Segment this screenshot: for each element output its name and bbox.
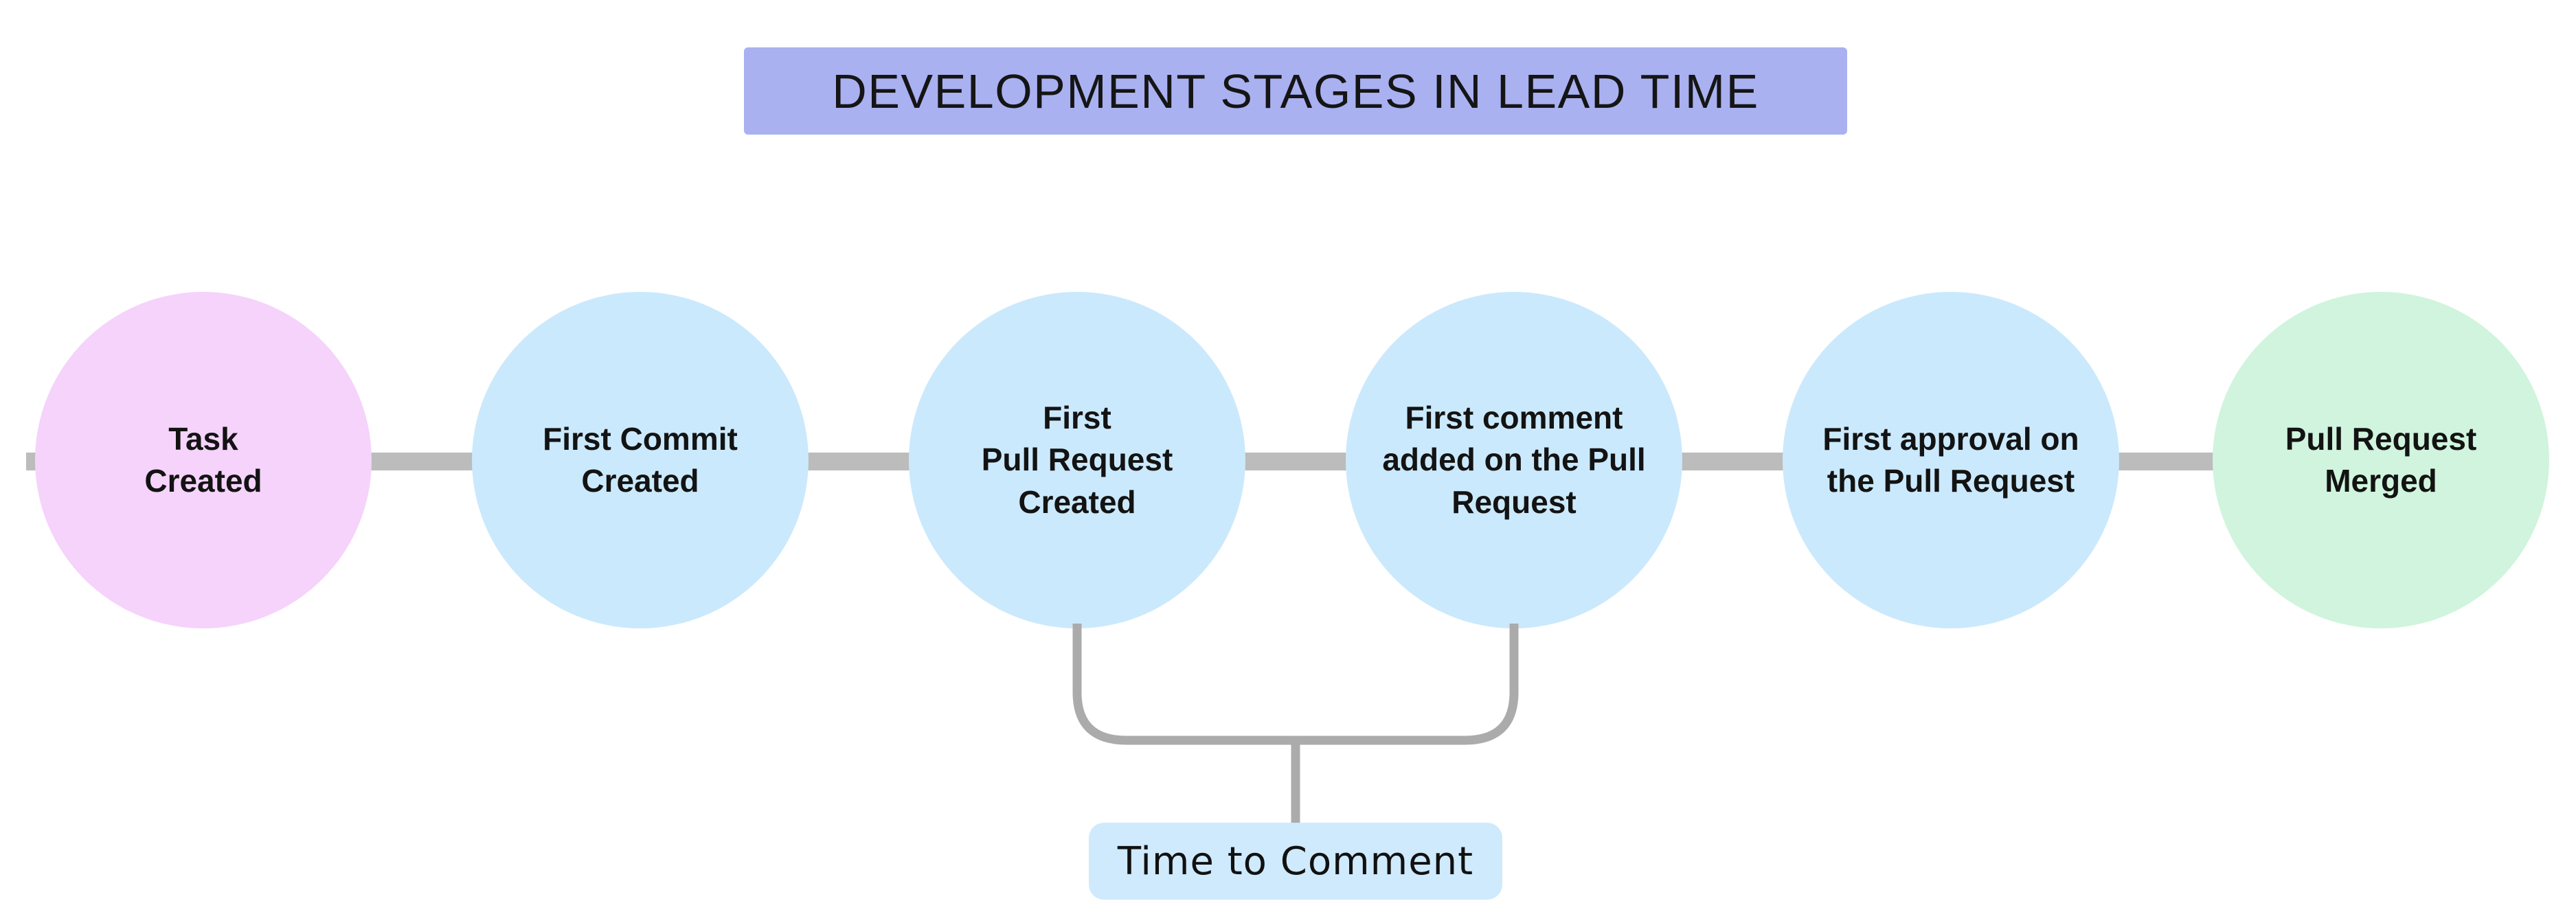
stage-label: First approval on the Pull Request [1822, 420, 2079, 499]
bracket-path [1072, 624, 1519, 823]
stage-label: Pull Request Merged [2285, 420, 2477, 499]
page-title-banner: DEVELOPMENT STAGES IN LEAD TIME [744, 47, 1847, 135]
stage-label: First comment added on the Pull Request [1382, 400, 1646, 520]
stage-circle-first-pull-request-created: First Pull Request Created [909, 292, 1245, 628]
stage-label: Task Created [144, 420, 262, 499]
stage-circle-task-created: Task Created [35, 292, 372, 628]
stage-circle-first-commit-created: First Commit Created [472, 292, 809, 628]
annotation-label: Time to Comment [1117, 839, 1474, 884]
stage-label: First Commit Created [543, 420, 738, 499]
stage-label: First Pull Request Created [981, 400, 1173, 520]
page-title: DEVELOPMENT STAGES IN LEAD TIME [832, 64, 1759, 118]
stage-circle-first-comment-added: First comment added on the Pull Request [1346, 292, 1682, 628]
stage-circle-pull-request-merged: Pull Request Merged [2213, 292, 2549, 628]
annotation-badge: Time to Comment [1089, 823, 1502, 900]
stage-circle-first-approval: First approval on the Pull Request [1783, 292, 2119, 628]
